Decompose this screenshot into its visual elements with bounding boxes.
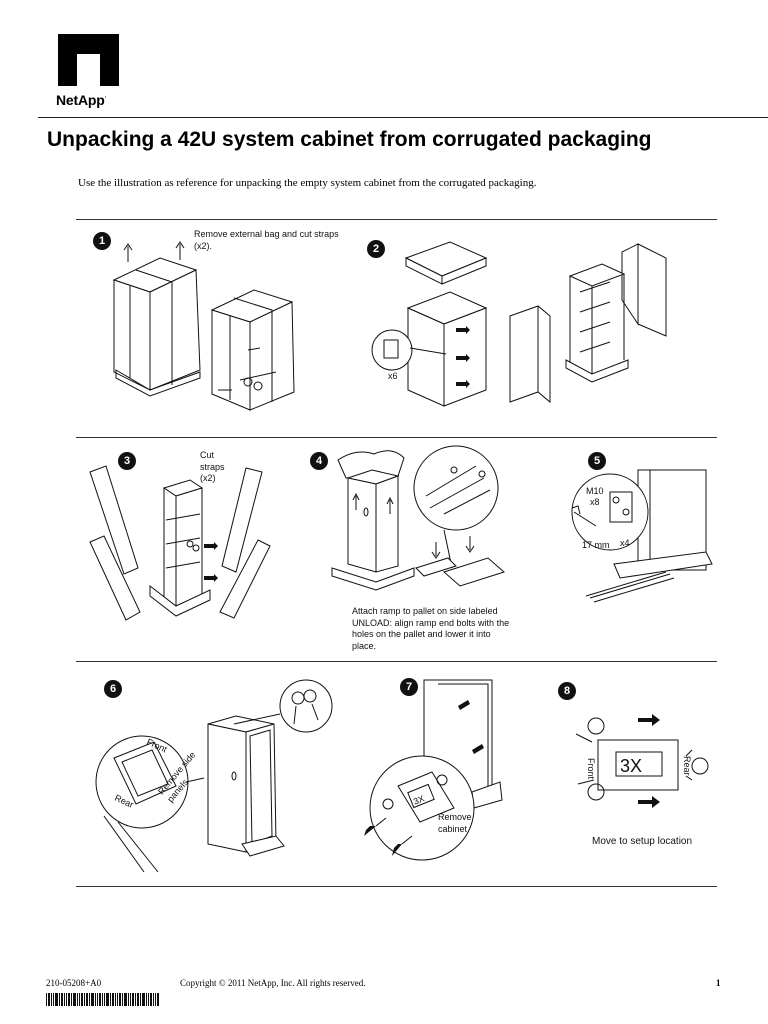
step-2-callout: x6 (388, 371, 398, 381)
step-4-illustration (331, 445, 505, 591)
step-3-illustration (89, 465, 271, 621)
step-1-illustration (112, 241, 295, 411)
step-8-caption: Move to setup location (592, 836, 693, 847)
step-6-illustration: Front Rear (95, 679, 333, 873)
step-5-illustration: M10 x8 17 mm x4 (571, 469, 713, 603)
section-rule-top (76, 219, 717, 220)
step-3-badge: 3 (118, 452, 136, 470)
step-8-rear-label: Rear (682, 756, 692, 776)
step-7-caption: Remove cabinet (438, 812, 472, 834)
step-1-caption: Remove external bag and cut straps (x2). (194, 229, 339, 251)
step-8-badge-text: 3X (620, 756, 642, 776)
page-title: Unpacking a 42U system cabinet from corr… (47, 128, 652, 151)
step-8-badge: 8 (558, 682, 576, 700)
step-5-badge: 5 (588, 452, 606, 470)
step-7-badge: 7 (400, 678, 418, 696)
step-4-caption: Attach ramp to pallet on side labeled UN… (352, 606, 510, 651)
step-7-badge-text: 3X (412, 793, 426, 806)
section-rule-2 (76, 661, 717, 662)
copyright-text: Copyright © 2011 NetApp, Inc. All rights… (180, 978, 366, 988)
step-2-badge: 2 (367, 240, 385, 258)
barcode (46, 993, 159, 1006)
step-1-badge: 1 (93, 232, 111, 250)
step-2-illustration: x6 (371, 241, 667, 407)
intro-text: Use the illustration as reference for un… (78, 177, 537, 189)
section-rule-1 (76, 437, 717, 438)
step-5-wrench-label: 17 mm (582, 540, 610, 550)
step-3-caption: Cut straps (x2) (200, 450, 225, 483)
step-8-illustration: 3X Front Rear (575, 714, 709, 808)
step-7-illustration: 3X (364, 679, 503, 861)
brand-name: NetApp· (56, 92, 107, 108)
document-code: 210-05208+A0 (46, 978, 102, 988)
netapp-logo (58, 34, 119, 86)
title-rule (38, 117, 768, 118)
page-number: 1 (716, 978, 721, 988)
step-8-front-label: Front (586, 758, 596, 780)
step-5-bolt-label: M10 (586, 486, 604, 496)
step-6-badge: 6 (104, 680, 122, 698)
step-5-bolt-count: x8 (590, 497, 600, 507)
netapp-logo-mark (58, 34, 119, 86)
step-4-badge: 4 (310, 452, 328, 470)
section-rule-bottom (76, 886, 717, 887)
step-5-wrench-count: x4 (620, 538, 630, 548)
